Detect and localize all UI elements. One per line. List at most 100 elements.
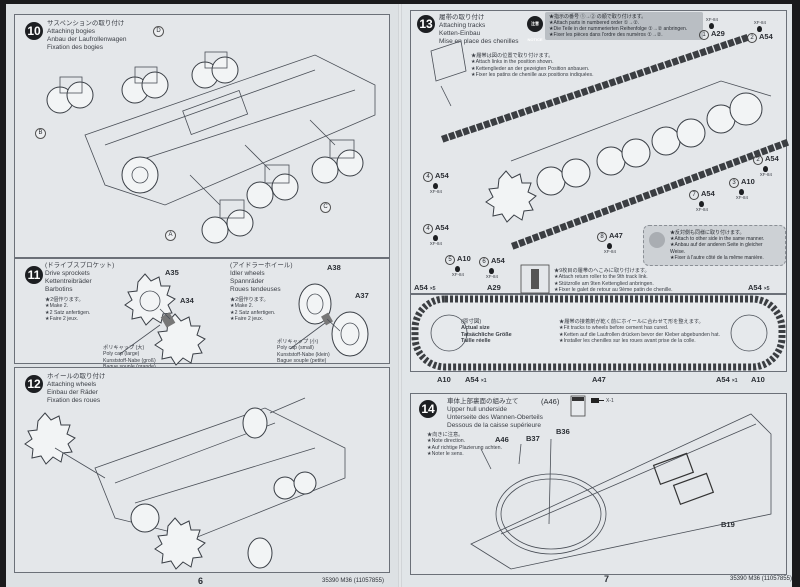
kit-code-left: 35390 M36 (11057855) bbox=[322, 578, 384, 584]
order-number: 8 bbox=[597, 232, 607, 242]
note-line: ★向きに注意。 bbox=[427, 432, 464, 438]
other-side-note: ★反対側も同様に取り付けます。 ★Attach to other side in… bbox=[643, 225, 786, 267]
note-line: ★2個作ります。 bbox=[45, 297, 84, 303]
note-line: ★Faire 2 jeux. bbox=[45, 316, 79, 323]
track-link bbox=[538, 230, 547, 240]
bogie-label-c: C bbox=[320, 202, 331, 213]
track-link bbox=[734, 36, 743, 45]
track-link bbox=[720, 40, 729, 50]
track-link bbox=[657, 61, 666, 71]
notice-line: ★Attach parts in numbered order ①→②. bbox=[549, 20, 640, 26]
track-loop-illustration bbox=[411, 295, 786, 371]
part-id: A47 bbox=[609, 231, 623, 240]
note-line: Tatsächliche Größe bbox=[461, 331, 512, 338]
sprocket-illustration bbox=[119, 273, 369, 366]
track-link bbox=[621, 199, 630, 208]
track-link bbox=[614, 201, 623, 211]
notice-box: ★指示の番号 ①→② の順で取り付けます。 ★Attach parts in n… bbox=[545, 12, 703, 40]
links-position-note: ★履帯は図の位置で取り付けます。 ★Attach links in the po… bbox=[471, 53, 594, 79]
track-link bbox=[678, 54, 687, 64]
track-link bbox=[531, 233, 540, 242]
note-line: Poly cap (small) bbox=[277, 345, 314, 352]
step-11-panel: 11 (ドライブスプロケット) Drive sprockets Kettentr… bbox=[14, 258, 390, 370]
track-link bbox=[475, 122, 484, 131]
track-label-a54-right: A54 ×5 bbox=[748, 283, 770, 292]
part-id: A54 bbox=[716, 375, 730, 384]
note-line: ★Fixer les patins de chenille aux positi… bbox=[471, 72, 594, 79]
step-10-titles: サスペンションの取り付け Attaching bogies Anbau der … bbox=[47, 20, 127, 52]
note-line: Poly cap (large) bbox=[103, 351, 140, 358]
track-link bbox=[713, 43, 722, 52]
track-link bbox=[706, 45, 715, 55]
note-line: Bague souple (petite) bbox=[277, 358, 327, 365]
part-id: A54 bbox=[748, 283, 762, 292]
part-b37: B37 bbox=[526, 434, 540, 443]
note-line: ★Kettenglieder an der gezeigten Position… bbox=[471, 65, 590, 72]
part-id: A54 bbox=[435, 223, 449, 232]
note-line: ★反対側も同様に取り付けます。 bbox=[670, 230, 745, 236]
qty: ×5 bbox=[429, 286, 436, 292]
part-id: A10 bbox=[741, 177, 755, 186]
paint-drop-icon bbox=[709, 23, 715, 29]
part-id: A54 bbox=[414, 283, 428, 292]
step-14-titles: 車体上部裏面の組み立て Upper hull underside Unterse… bbox=[447, 398, 543, 430]
track-link bbox=[711, 165, 720, 174]
polycap-small-label: ポリキャップ (小) Poly cap (small) Kunststoff-N… bbox=[277, 339, 330, 365]
order-number: 5 bbox=[445, 255, 455, 265]
paint-drop-icon bbox=[607, 243, 613, 249]
track-link bbox=[629, 71, 638, 80]
note-line: ★2 Satz anfertigen. bbox=[230, 309, 276, 316]
track-link bbox=[607, 204, 616, 213]
paint-drop-icon bbox=[489, 268, 495, 274]
step-12-number: 12 bbox=[25, 375, 43, 393]
track-link bbox=[461, 126, 470, 136]
track-link bbox=[511, 240, 520, 250]
track-link bbox=[587, 212, 596, 221]
track-link bbox=[566, 220, 575, 229]
part-id: A54 bbox=[491, 256, 505, 265]
part-a38: A38 bbox=[327, 263, 341, 272]
track-link bbox=[552, 96, 561, 106]
title-fr: Barbotins bbox=[45, 286, 73, 293]
part-id: A54 bbox=[435, 171, 449, 180]
title-fr: Mise en place des chenilles bbox=[439, 38, 519, 45]
paint-code: XF-84 bbox=[753, 20, 767, 25]
note-line: ★2 Satz anfertigen. bbox=[45, 309, 91, 316]
idler-wheel-titles: (アイドラーホイール) Idler wheels Spannräder Roue… bbox=[230, 262, 293, 294]
track-label-a47: A47 bbox=[592, 375, 606, 384]
part-id: A54 bbox=[701, 189, 715, 198]
track-link bbox=[552, 225, 561, 234]
step-12-titles: ホイールの取り付け Attaching wheels Einbau der Rä… bbox=[47, 373, 106, 405]
title-de: Kettentreibräder bbox=[45, 278, 92, 285]
track-label-a54-left: A54 ×5 bbox=[414, 283, 436, 292]
track-assembly-illustration bbox=[430, 33, 790, 250]
paint-code: XF-84 bbox=[695, 207, 709, 212]
track-label-a10-right: A10 bbox=[751, 375, 765, 384]
track-link bbox=[496, 115, 505, 124]
part-a37: A37 bbox=[355, 291, 369, 300]
bogie-label-a: A bbox=[165, 230, 176, 241]
track-link bbox=[692, 50, 701, 59]
track-link bbox=[727, 38, 736, 48]
order-number: 7 bbox=[689, 190, 699, 200]
note-line: ★Ketten auf die Laufrollen drücken bevor… bbox=[559, 331, 720, 338]
upper-hull-illustration bbox=[470, 413, 772, 570]
paint-code: XF-84 bbox=[603, 249, 617, 254]
note-line: ★2個作ります。 bbox=[230, 297, 269, 303]
track-link bbox=[685, 52, 694, 62]
order-number: 3 bbox=[729, 178, 739, 188]
page-number-left: 6 bbox=[198, 576, 204, 586]
title-de: Spannräder bbox=[230, 278, 264, 285]
track-link bbox=[670, 180, 679, 190]
paint-drop-icon bbox=[763, 166, 769, 172]
